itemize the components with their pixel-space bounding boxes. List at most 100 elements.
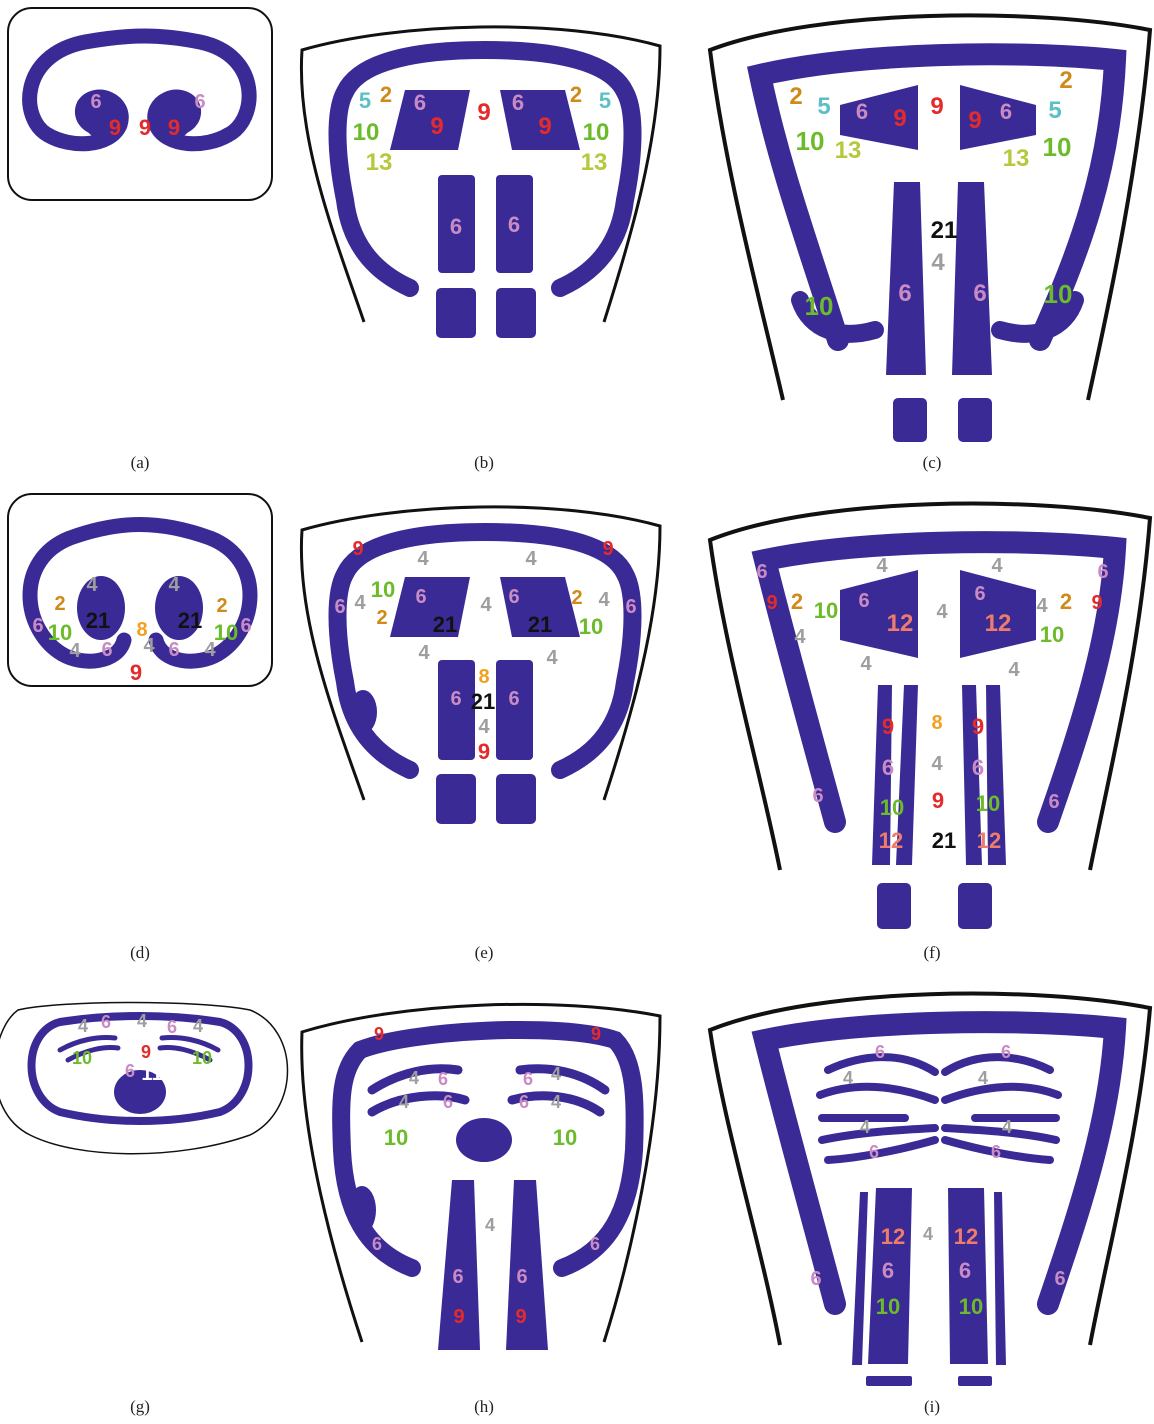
panel-d-label-6: 6 (168, 639, 179, 661)
panel-h-label-6: 6 (590, 1234, 600, 1254)
caption-e: (e) (475, 943, 494, 962)
panel-a-label-9: 9 (168, 115, 180, 140)
panel-f-right-foot (958, 883, 992, 929)
panel-f-label-6: 6 (812, 785, 823, 807)
panel-d-label-21: 21 (178, 608, 202, 633)
panel-f-label-21: 21 (932, 828, 956, 853)
panel-d-label-4: 4 (168, 574, 180, 596)
panel-e-label-4: 4 (480, 594, 492, 616)
panel-c-left-column (886, 182, 926, 375)
panel-e-label-4: 4 (418, 642, 430, 664)
panel-e-right-column (496, 660, 533, 760)
panel-f-label-4: 4 (936, 601, 948, 623)
panel-f-label-12: 12 (887, 610, 914, 637)
panel-h-right-column (506, 1180, 548, 1350)
panel-e-right-foot (496, 774, 536, 824)
panel-d-label-4: 4 (69, 640, 81, 662)
panel-h-left-bulge (348, 1186, 376, 1234)
panel-a-label-6: 6 (194, 91, 205, 113)
panel-i-label-4: 4 (860, 1117, 870, 1137)
panel-f-label-4: 4 (1036, 595, 1048, 617)
panel-e-label-4: 4 (354, 592, 366, 614)
panel-e-label-21: 21 (433, 612, 457, 637)
panel-g-label-6: 6 (167, 1017, 177, 1037)
panel-e-label-9: 9 (602, 538, 613, 560)
panel-c-label-9: 9 (893, 105, 906, 132)
panel-i-label-10: 10 (959, 1294, 983, 1319)
panel-b-label-2: 2 (380, 82, 392, 107)
panel-h-label-4: 4 (399, 1092, 409, 1112)
panel-e-label-2: 2 (571, 587, 582, 609)
panel-i-label-6: 6 (882, 1258, 894, 1283)
panel-h-label-9: 9 (591, 1024, 601, 1044)
panel-b-label-2: 2 (570, 82, 582, 107)
panel-d-label-6: 6 (32, 615, 43, 637)
panel-g-label-4: 4 (193, 1016, 203, 1036)
panel-f-label-10: 10 (814, 598, 838, 623)
panel-d-label-9: 9 (130, 660, 142, 685)
panel-i-label-6: 6 (869, 1142, 879, 1162)
panel-f-label-8: 8 (931, 712, 942, 734)
caption-i: (i) (924, 1397, 940, 1416)
panel-c-label-10: 10 (1043, 132, 1072, 162)
panel-b (301, 27, 660, 338)
panel-f-label-6: 6 (974, 583, 985, 605)
panel-h-label-6: 6 (519, 1092, 529, 1112)
panel-h-center-disc (456, 1118, 512, 1162)
panel-e-left-block (390, 577, 470, 637)
panel-d-label-4: 4 (86, 574, 98, 596)
panel-d-label-10: 10 (214, 620, 238, 645)
panel-e-left-bulge (349, 690, 377, 734)
panel-h-label-9: 9 (374, 1024, 384, 1044)
panel-b-label-13: 13 (366, 149, 393, 176)
panel-b-label-6: 6 (508, 212, 520, 237)
panel-f-label-4: 4 (794, 626, 806, 648)
panel-h-label-6: 6 (452, 1266, 463, 1288)
panel-i-right-foot (958, 1376, 992, 1386)
panel-f-label-6: 6 (1097, 561, 1108, 583)
panel-b-left-foot (436, 288, 476, 338)
panel-f-label-4: 4 (860, 653, 872, 675)
panel-e-label-4: 4 (546, 647, 558, 669)
panel-b-label-5: 5 (359, 88, 371, 113)
panel-e-label-10: 10 (579, 614, 603, 639)
panel-h-label-6: 6 (443, 1092, 453, 1112)
panel-c-label-6: 6 (898, 280, 911, 307)
panel-i-label-12: 12 (881, 1224, 905, 1249)
panel-h-label-6: 6 (372, 1234, 382, 1254)
panel-b-label-10: 10 (583, 119, 610, 146)
panel-f-label-4: 4 (931, 753, 943, 775)
panel-g-label-4: 4 (78, 1016, 88, 1036)
panel-b-label-6: 6 (414, 90, 426, 115)
panel-h-label-4: 4 (409, 1068, 419, 1088)
panel-i (710, 994, 1150, 1386)
panel-i-label-10: 10 (876, 1294, 900, 1319)
panel-e-label-6: 6 (508, 586, 519, 608)
panel-c-right-column (952, 182, 992, 375)
panel-i-label-6: 6 (1054, 1268, 1065, 1290)
panel-c-label-10: 10 (1044, 279, 1073, 309)
panel-i-label-6: 6 (991, 1142, 1001, 1162)
panel-f-label-12: 12 (977, 828, 1001, 853)
panel-c-label-13: 13 (1003, 145, 1030, 172)
panel-h-label-9: 9 (515, 1306, 526, 1328)
panel-f-label-4: 4 (991, 555, 1003, 577)
panel-e-label-10: 10 (371, 577, 395, 602)
panel-h-label-10: 10 (384, 1125, 408, 1150)
panel-h-label-9: 9 (453, 1306, 464, 1328)
panel-c-label-10: 10 (796, 126, 825, 156)
panel-i-label-12: 12 (954, 1224, 978, 1249)
panel-f-label-10: 10 (1040, 622, 1064, 647)
panel-e-left-foot (436, 774, 476, 824)
panel-c-left-foot (893, 398, 927, 442)
panel-d-label-6: 6 (101, 639, 112, 661)
panel-h-label-6: 6 (523, 1069, 533, 1089)
panel-c-label-6: 6 (1000, 99, 1012, 124)
panel-d-label-21: 21 (86, 608, 110, 633)
panel-c-label-6: 6 (973, 280, 986, 307)
panel-b-right-foot (496, 288, 536, 338)
panel-i-right-fiber-4 (945, 1128, 1056, 1140)
panel-e-label-4: 4 (478, 716, 490, 738)
caption-g: (g) (130, 1397, 150, 1416)
panel-g-label-4: 4 (137, 1011, 147, 1031)
